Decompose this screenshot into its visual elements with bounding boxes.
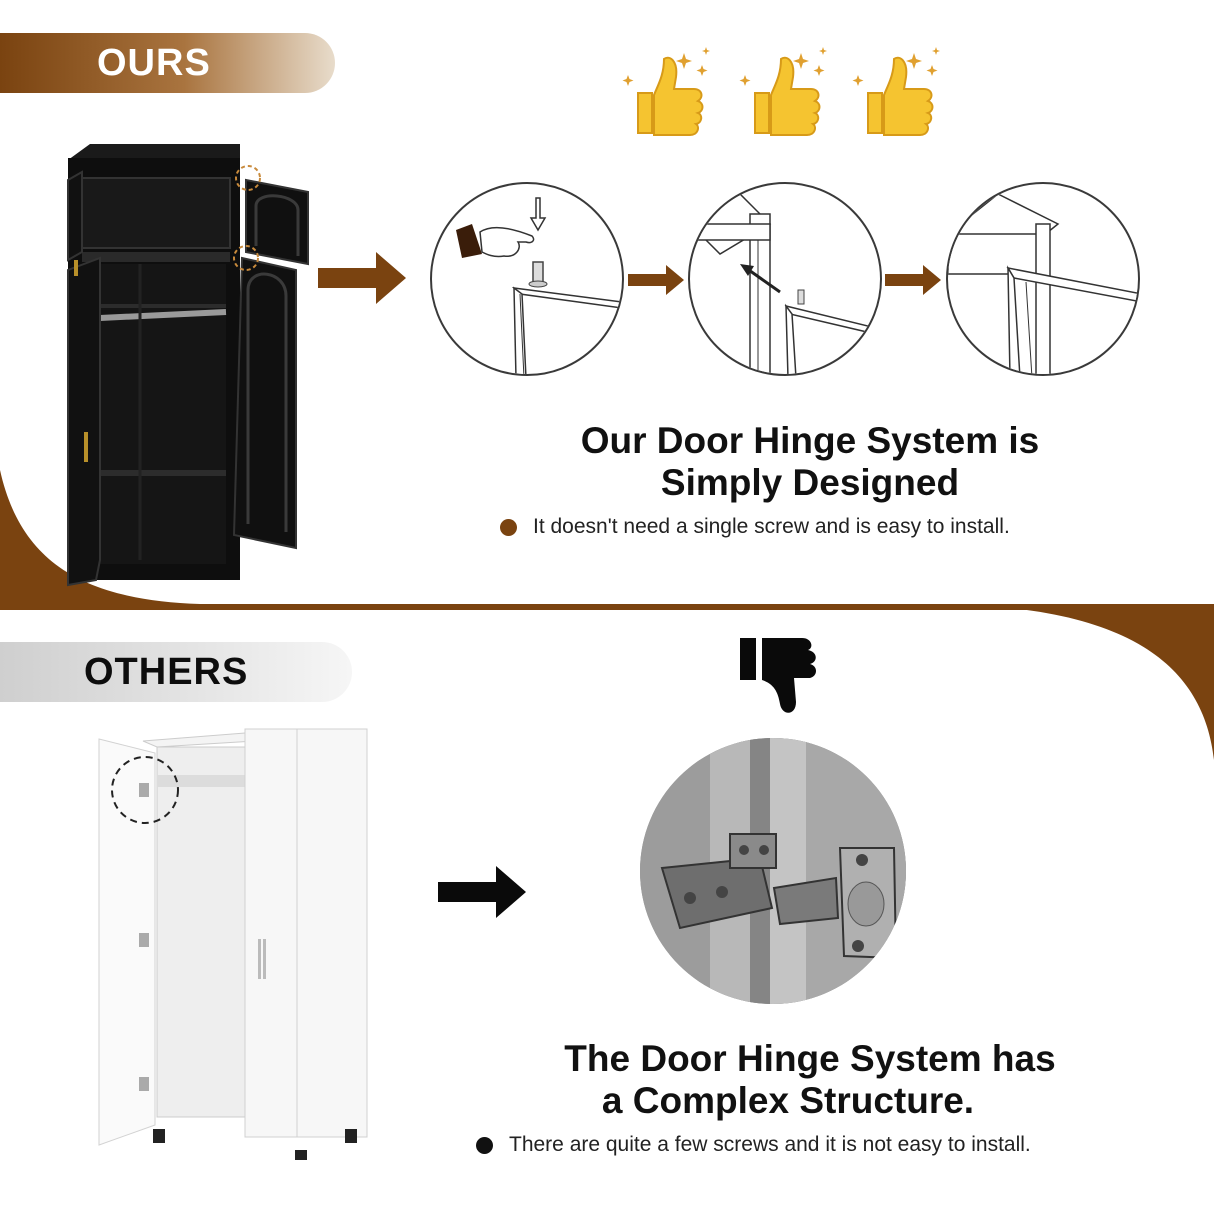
others-label: OTHERS bbox=[0, 642, 352, 702]
bullet-dot-icon bbox=[476, 1136, 493, 1154]
arrow-right-icon bbox=[628, 265, 684, 295]
ours-heading-line2: Simply Designed bbox=[660, 462, 960, 503]
arrow-right-icon bbox=[438, 866, 526, 918]
bullet-dot-icon bbox=[500, 518, 517, 536]
door-aligning-step bbox=[688, 182, 882, 376]
others-bullet: There are quite a few screws and it is n… bbox=[476, 1133, 1031, 1157]
ours-bullet: It doesn't need a single screw and is ea… bbox=[500, 515, 1010, 539]
thumbs-down-icon bbox=[740, 638, 816, 713]
door-installed-step bbox=[946, 182, 1140, 376]
thumbs-up-icon bbox=[852, 47, 940, 136]
others-heading-line2: a Complex Structure. bbox=[601, 1080, 975, 1121]
thumbs-up-icon bbox=[622, 47, 710, 136]
hand-pressing-pin-step bbox=[430, 182, 624, 376]
complex-hinge-photo bbox=[640, 738, 906, 1004]
others-bullet-text: There are quite a few screws and it is n… bbox=[509, 1133, 1031, 1156]
black-cabinet-image bbox=[67, 144, 309, 587]
thumbs-up-icon bbox=[739, 47, 827, 136]
ours-label: OURS bbox=[0, 33, 335, 93]
others-heading-line1: The Door Hinge System has bbox=[564, 1038, 1056, 1079]
white-cabinet-image bbox=[98, 728, 368, 1160]
ours-bullet-text: It doesn't need a single screw and is ea… bbox=[533, 515, 1010, 538]
ours-heading-line1: Our Door Hinge System is bbox=[580, 420, 1040, 461]
rating-thumbs-up-group bbox=[618, 45, 948, 145]
arrow-right-icon bbox=[318, 252, 406, 304]
arrow-right-icon bbox=[885, 265, 941, 295]
